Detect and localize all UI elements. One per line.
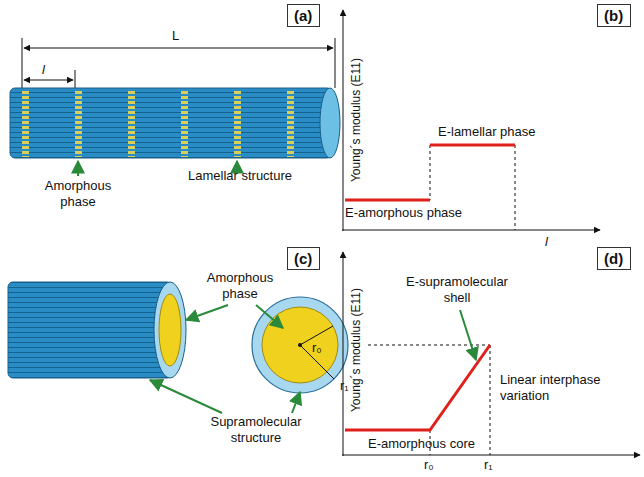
- part-label: Amorphous phase: [33, 178, 123, 210]
- axis-tick-label: r₀: [424, 457, 434, 473]
- panel-label: (c): [287, 247, 320, 270]
- modulus-gradient-plot: [342, 252, 640, 456]
- panel-letter: (c): [294, 250, 312, 267]
- part-label: Lamellar structure: [170, 168, 310, 184]
- label-text: L: [172, 28, 179, 43]
- label-text: E-amorphous phase: [345, 205, 462, 220]
- axis-label: Young´s modulus (E11): [348, 40, 364, 200]
- panel-label: (a): [287, 4, 320, 27]
- panel-label: (d): [597, 247, 631, 270]
- panel-label: (b): [597, 4, 631, 27]
- curve-label: Linear interphase variation: [500, 372, 618, 404]
- label-text: E-lamellar phase: [438, 124, 536, 139]
- label-text: r₁: [484, 457, 493, 472]
- curve-label: E-amorphous phase: [345, 205, 462, 221]
- panel-letter: (b): [604, 7, 623, 24]
- label-text: E-supramolecular shell: [406, 274, 508, 305]
- modulus-step-plot: [342, 10, 600, 231]
- panel-letter: (a): [294, 7, 312, 24]
- label-text: Young´s modulus (E11): [349, 288, 363, 412]
- label-text: Young´s modulus (E11): [349, 58, 363, 182]
- label-text: Supramolecular structure: [210, 414, 301, 445]
- axis-label: l: [545, 234, 548, 250]
- dimension-label: l: [42, 62, 45, 78]
- dimension-label: r₁: [340, 378, 349, 394]
- curve-label: E-amorphous core: [368, 436, 475, 452]
- part-label: Supramolecular structure: [196, 414, 316, 446]
- panel-letter: (d): [604, 250, 623, 267]
- core-shell-fibre: [8, 282, 348, 413]
- label-text: Linear interphase variation: [500, 372, 600, 403]
- label-text: Amorphous phase: [45, 178, 111, 209]
- label-text: r₁: [340, 378, 349, 393]
- label-text: l: [545, 234, 548, 249]
- axis-tick-label: r₁: [484, 457, 493, 473]
- curve-label: E-supramolecular shell: [392, 274, 522, 306]
- label-text: r₀: [424, 457, 434, 472]
- lamellar-fibre: [10, 38, 340, 176]
- dimension-label: r₀: [312, 340, 322, 356]
- label-text: l: [42, 62, 45, 77]
- dimension-label: L: [172, 28, 179, 44]
- label-text: Lamellar structure: [188, 168, 292, 183]
- part-label: Amorphous phase: [200, 270, 280, 302]
- label-text: E-amorphous core: [368, 436, 475, 451]
- axis-label: Young´s modulus (E11): [348, 270, 364, 430]
- label-text: Amorphous phase: [207, 270, 273, 301]
- label-text: r₀: [312, 340, 322, 355]
- curve-label: E-lamellar phase: [438, 124, 536, 140]
